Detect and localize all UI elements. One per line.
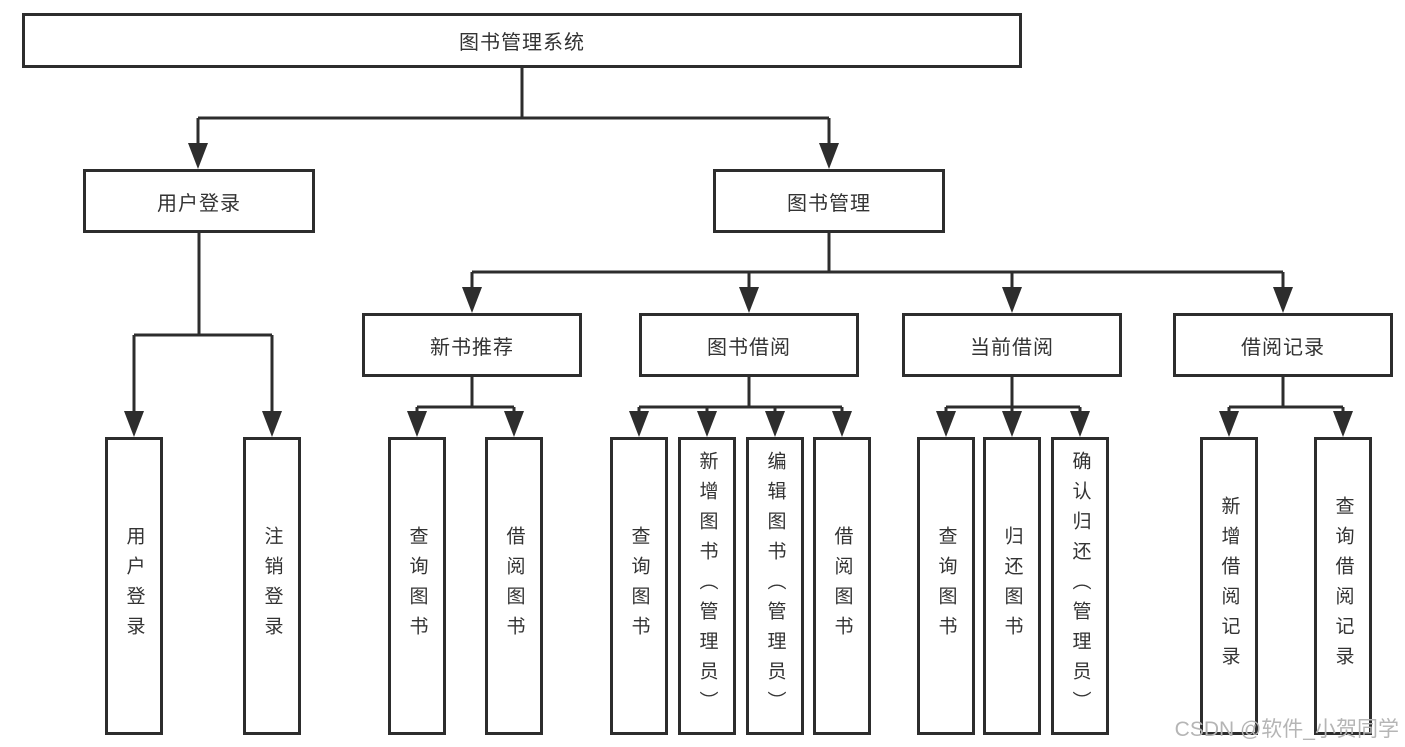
leaf-borrow-books-1: 借阅图书 — [485, 437, 543, 735]
node-current-borrow-label: 当前借阅 — [970, 336, 1054, 359]
node-new-book-recommend-label: 新书推荐 — [430, 336, 514, 359]
leaf-query-books-1: 查询图书 — [388, 437, 446, 735]
node-book-borrow: 图书借阅 — [639, 313, 859, 377]
node-library-system-label: 图书管理系统 — [459, 32, 585, 54]
node-borrow-records-label: 借阅记录 — [1241, 336, 1325, 359]
leaf-query-books-2-label: 查询图书 — [628, 526, 650, 646]
leaf-borrow-books-2-label: 借阅图书 — [831, 526, 853, 646]
node-library-system: 图书管理系统 — [22, 13, 1022, 68]
leaf-return-books-label: 归还图书 — [1001, 526, 1023, 646]
leaf-edit-books-admin-label: 编辑图书（管理员） — [764, 451, 786, 721]
leaf-user-login-label: 用户登录 — [123, 526, 145, 646]
leaf-confirm-return-admin: 确认归还（管理员） — [1051, 437, 1109, 735]
leaf-query-books-3: 查询图书 — [917, 437, 975, 735]
leaf-query-borrow-record-label: 查询借阅记录 — [1332, 496, 1354, 676]
leaf-user-login: 用户登录 — [105, 437, 163, 735]
node-borrow-records: 借阅记录 — [1173, 313, 1393, 377]
leaf-query-books-2: 查询图书 — [610, 437, 668, 735]
leaf-add-books-admin: 新增图书（管理员） — [678, 437, 736, 735]
leaf-query-books-3-label: 查询图书 — [935, 526, 957, 646]
leaf-borrow-books-2: 借阅图书 — [813, 437, 871, 735]
csdn-watermark: CSDN @软件_小贺同学 — [1174, 718, 1399, 741]
node-user-login: 用户登录 — [83, 169, 315, 233]
node-book-management-label: 图书管理 — [787, 192, 871, 215]
leaf-logout-label: 注销登录 — [261, 526, 283, 646]
leaf-add-borrow-record-label: 新增借阅记录 — [1218, 496, 1240, 676]
leaf-add-books-admin-label: 新增图书（管理员） — [696, 451, 718, 721]
leaf-add-borrow-record: 新增借阅记录 — [1200, 437, 1258, 735]
node-current-borrow: 当前借阅 — [902, 313, 1122, 377]
leaf-confirm-return-admin-label: 确认归还（管理员） — [1069, 451, 1091, 721]
node-user-login-label: 用户登录 — [157, 192, 241, 215]
leaf-borrow-books-1-label: 借阅图书 — [503, 526, 525, 646]
leaf-query-books-1-label: 查询图书 — [406, 526, 428, 646]
leaf-return-books: 归还图书 — [983, 437, 1041, 735]
leaf-edit-books-admin: 编辑图书（管理员） — [746, 437, 804, 735]
leaf-logout: 注销登录 — [243, 437, 301, 735]
node-new-book-recommend: 新书推荐 — [362, 313, 582, 377]
node-book-management: 图书管理 — [713, 169, 945, 233]
leaf-query-borrow-record: 查询借阅记录 — [1314, 437, 1372, 735]
node-book-borrow-label: 图书借阅 — [707, 336, 791, 359]
